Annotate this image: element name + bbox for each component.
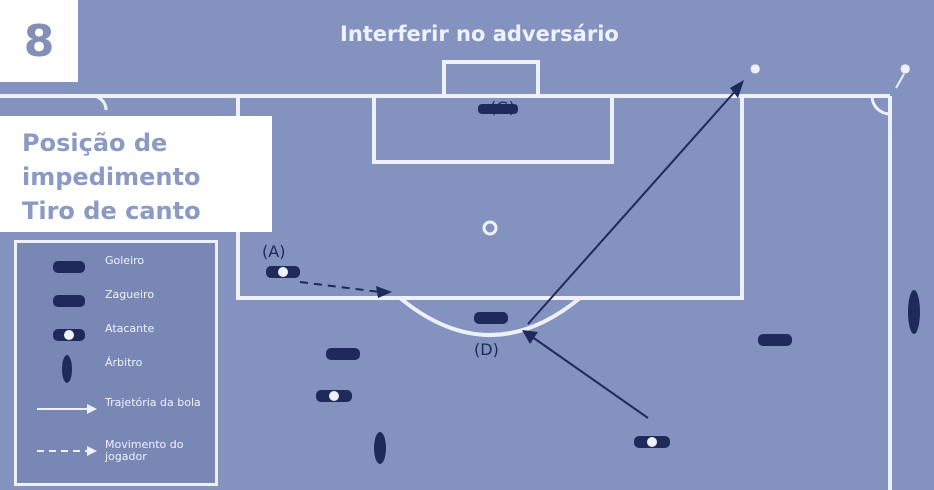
legend-row-ball-trajectory: Trajetória da bola bbox=[17, 391, 215, 427]
situation-line-1: Posição de bbox=[22, 129, 168, 157]
ball-trajectory-icon bbox=[37, 404, 97, 414]
legend: Goleiro Zagueiro Atacante Árbitro bbox=[14, 240, 218, 486]
goalkeeper-icon bbox=[53, 261, 85, 273]
referee-right-body bbox=[908, 290, 920, 334]
legend-row-referee: Árbitro bbox=[17, 351, 215, 387]
attacker-a-head bbox=[278, 267, 288, 277]
situation-box: Posição de impedimento Tiro de canto bbox=[0, 116, 272, 232]
referee-icon bbox=[62, 355, 72, 383]
attacker-lower-right bbox=[634, 436, 670, 448]
attacker-lower-left-head bbox=[329, 391, 339, 401]
defender-d-figure bbox=[474, 312, 508, 324]
legend-row-goalkeeper: Goleiro bbox=[17, 249, 215, 285]
corner-arc-left bbox=[91, 94, 108, 111]
legend-label-defender: Zagueiro bbox=[105, 288, 155, 301]
legend-label-referee: Árbitro bbox=[105, 356, 143, 369]
player-movement-icon bbox=[37, 446, 97, 456]
attacker-lower-right-head bbox=[647, 437, 657, 447]
goalkeeper-figure bbox=[478, 104, 518, 114]
defender-d-label: (D) bbox=[474, 340, 499, 359]
situation-line-2: impedimento bbox=[22, 163, 201, 191]
figure-number-box: 8 bbox=[0, 0, 78, 82]
corner-dash bbox=[895, 73, 905, 89]
referee-bottom-body bbox=[374, 432, 386, 464]
defender-icon bbox=[53, 295, 85, 307]
legend-row-attacker: Atacante bbox=[17, 317, 215, 353]
player-movement-arrowhead bbox=[376, 286, 392, 298]
legend-label-ball-trajectory: Trajetória da bola bbox=[105, 396, 201, 409]
diagram-title: Interferir no adversário bbox=[340, 22, 619, 46]
goalkeeper-body bbox=[478, 104, 518, 114]
legend-row-defender: Zagueiro bbox=[17, 283, 215, 319]
ball-trajectory-line-2 bbox=[527, 333, 649, 419]
ball-trajectory-line bbox=[527, 87, 739, 325]
ball-trajectory-arrowhead-2 bbox=[522, 330, 538, 344]
attacker-icon bbox=[53, 329, 85, 341]
penalty-arc bbox=[398, 296, 582, 337]
legend-label-attacker: Atacante bbox=[105, 322, 155, 335]
defender-d-body bbox=[474, 312, 508, 324]
situation-line-3: Tiro de canto bbox=[22, 197, 201, 225]
legend-row-player-movement: Movimento do jogador bbox=[17, 433, 215, 469]
goal-area bbox=[372, 94, 614, 164]
corner-arc-right bbox=[870, 95, 891, 116]
figure-number: 8 bbox=[23, 15, 55, 67]
goalkeeper-label: (G) bbox=[490, 98, 515, 117]
penalty-spot bbox=[482, 220, 498, 236]
attacker-a-figure bbox=[266, 266, 300, 278]
referee-bottom bbox=[374, 432, 386, 464]
legend-label-goalkeeper: Goleiro bbox=[105, 254, 145, 267]
ball-trajectory-arrowhead bbox=[730, 80, 744, 98]
referee-right bbox=[908, 290, 920, 334]
attacker-lower-left bbox=[316, 390, 352, 402]
corner-mark-1: ● bbox=[750, 61, 760, 75]
defender-right bbox=[758, 334, 792, 346]
defender-left bbox=[326, 348, 360, 360]
attacker-a-label: (A) bbox=[262, 242, 286, 261]
corner-mark-2: ● bbox=[900, 61, 910, 75]
legend-label-player-movement: Movimento do jogador bbox=[105, 438, 184, 463]
